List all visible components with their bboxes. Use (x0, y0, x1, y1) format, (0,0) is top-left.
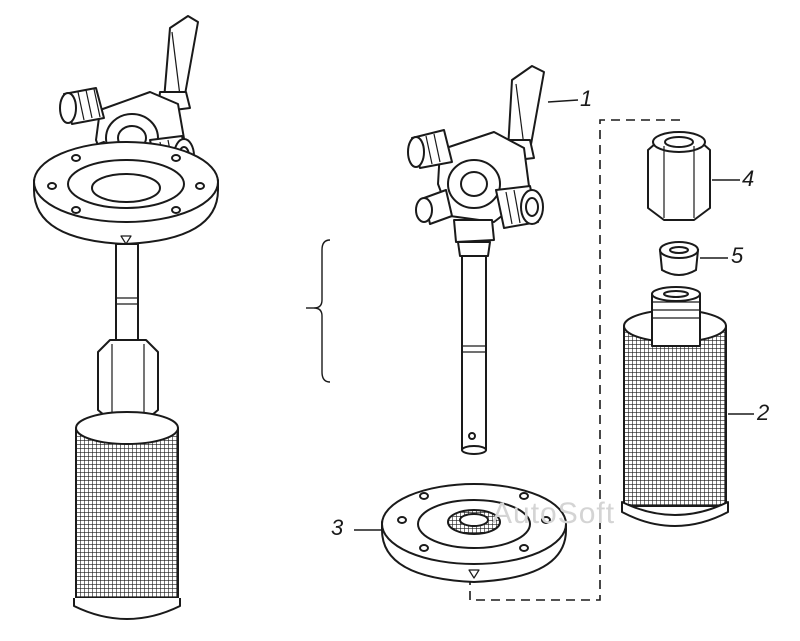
callout-2: 2 (757, 400, 770, 425)
callout-1: 1 (580, 86, 593, 111)
callout-3: 3 (331, 515, 344, 540)
assembled-mesh-filter (73, 411, 181, 620)
assembled-unit (33, 15, 219, 620)
leader-1 (547, 99, 579, 103)
callout-4: 4 (742, 166, 755, 191)
part-2-mesh-filter (621, 286, 729, 527)
assembled-tube (115, 243, 139, 353)
leader-lines (354, 99, 754, 531)
assembled-flange (33, 141, 219, 245)
flange-marker-icon (120, 235, 132, 245)
watermark-text: AutoSoft (492, 497, 616, 530)
callout-5: 5 (731, 243, 744, 268)
part-5-bushing (658, 241, 700, 276)
part-1-valve-assembly (407, 65, 545, 455)
flange-marker-icon-2 (468, 569, 480, 579)
part-3-flange (381, 483, 567, 583)
part-4-hex-nut (647, 131, 711, 221)
tube-length-bracket (313, 239, 331, 383)
dashed-grouping-line (469, 119, 680, 601)
